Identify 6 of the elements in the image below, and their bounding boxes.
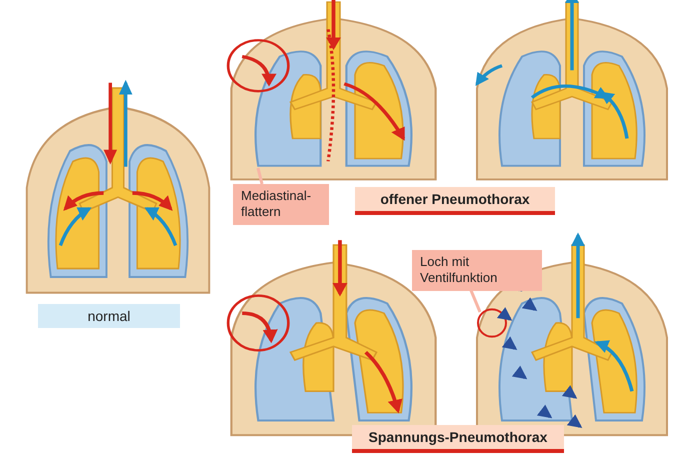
callout-label: Mediastinal- flattern [233, 184, 329, 224]
caption-label: Spannungs-Pneumothorax [352, 425, 564, 453]
caption-label: normal [38, 304, 180, 328]
leader-line [256, 168, 264, 184]
caption-label: offener Pneumothorax [355, 187, 555, 215]
callout-label: Loch mit Ventilfunktion [412, 250, 542, 290]
